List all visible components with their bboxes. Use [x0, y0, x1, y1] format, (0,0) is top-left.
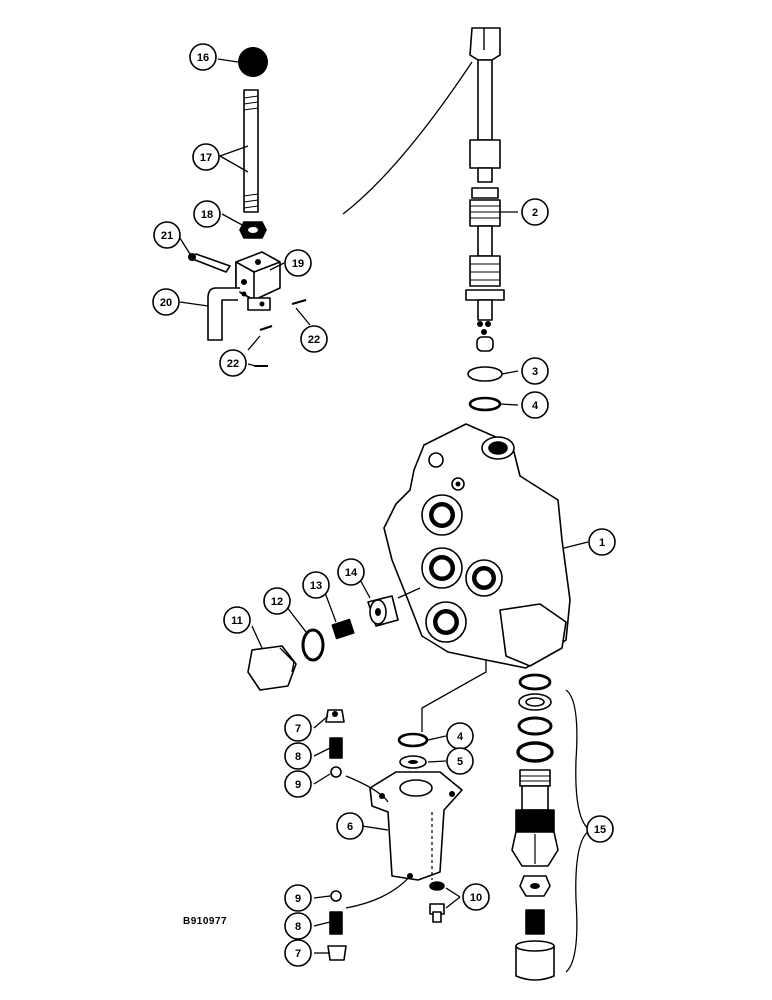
svg-text:5: 5	[457, 756, 463, 768]
callout-17: 17	[192, 143, 220, 171]
callout-21: 21	[153, 221, 181, 249]
lever-bracket	[235, 251, 281, 311]
relief-piston	[367, 595, 399, 627]
callout-6: 6	[336, 812, 364, 840]
cotter-pins	[254, 299, 307, 367]
callout-16: 16	[189, 43, 217, 71]
svg-text:2: 2	[532, 207, 538, 219]
check-cap-lower	[327, 945, 347, 961]
svg-text:1: 1	[599, 537, 605, 549]
callout-10: 10	[462, 883, 490, 911]
check-spring-lower	[329, 911, 343, 935]
spool-o-ring	[468, 396, 502, 412]
lever-knob	[238, 47, 268, 77]
check-spring-upper	[329, 737, 343, 759]
bracket-bolt	[188, 253, 231, 273]
callout-4-top: 4	[521, 391, 549, 419]
svg-text:10: 10	[470, 892, 482, 904]
svg-text:18: 18	[201, 209, 213, 221]
bracket-pin	[207, 287, 240, 341]
callout-5: 5	[446, 747, 474, 775]
svg-text:4: 4	[532, 400, 539, 412]
callout-2: 2	[521, 198, 549, 226]
svg-text:16: 16	[197, 52, 209, 64]
callout-9-top: 9	[284, 770, 312, 798]
relief-valve-stack	[511, 673, 559, 981]
figure-code: B910977	[183, 916, 228, 927]
lever-rod	[243, 89, 259, 213]
lever-nut	[239, 221, 267, 239]
check-ball-upper	[330, 766, 342, 778]
valve-body	[383, 423, 571, 669]
svg-text:3: 3	[532, 366, 538, 378]
callout-22-left: 22	[219, 349, 247, 377]
svg-text:9: 9	[295, 893, 301, 905]
lower-housing	[369, 771, 463, 881]
relief-spring	[331, 618, 355, 640]
svg-text:19: 19	[292, 258, 304, 270]
callout-8-bottom: 8	[284, 912, 312, 940]
callout-7-top: 7	[284, 714, 312, 742]
callout-22-right: 22	[300, 325, 328, 353]
plug	[247, 645, 297, 691]
svg-text:4: 4	[457, 731, 464, 743]
callout-13: 13	[302, 571, 330, 599]
housing-o-ring	[397, 732, 429, 748]
callout-12: 12	[263, 587, 291, 615]
callout-20: 20	[152, 288, 180, 316]
plug-o-ring	[301, 628, 325, 662]
callout-11: 11	[223, 606, 251, 634]
svg-text:9: 9	[295, 779, 301, 791]
callout-7-bottom: 7	[284, 939, 312, 967]
housing-bolt	[429, 903, 445, 923]
callout-18: 18	[193, 200, 221, 228]
callout-1: 1	[588, 528, 616, 556]
spool-seal	[467, 366, 503, 382]
spool-assembly	[465, 27, 505, 352]
callout-9-bottom: 9	[284, 884, 312, 912]
svg-text:7: 7	[295, 948, 301, 960]
callout-4-bottom: 4	[446, 722, 474, 750]
svg-text:15: 15	[594, 824, 606, 836]
svg-text:14: 14	[345, 567, 358, 579]
housing-washer-small	[429, 881, 445, 891]
svg-text:11: 11	[231, 615, 243, 627]
callout-15: 15	[586, 815, 614, 843]
callout-14: 14	[337, 558, 365, 586]
svg-text:6: 6	[347, 821, 353, 833]
svg-text:8: 8	[295, 751, 301, 763]
svg-text:7: 7	[295, 723, 301, 735]
svg-text:22: 22	[308, 334, 320, 346]
svg-text:21: 21	[161, 230, 173, 242]
svg-text:8: 8	[295, 921, 301, 933]
callout-8-top: 8	[284, 742, 312, 770]
check-cap-upper	[325, 709, 345, 723]
callout-3: 3	[521, 357, 549, 385]
svg-text:13: 13	[310, 580, 322, 592]
check-ball-lower	[330, 890, 342, 902]
svg-text:22: 22	[227, 358, 239, 370]
svg-text:20: 20	[160, 297, 172, 309]
callout-19: 19	[284, 249, 312, 277]
svg-text:17: 17	[200, 152, 212, 164]
svg-text:12: 12	[271, 596, 283, 608]
housing-washer	[399, 755, 427, 769]
